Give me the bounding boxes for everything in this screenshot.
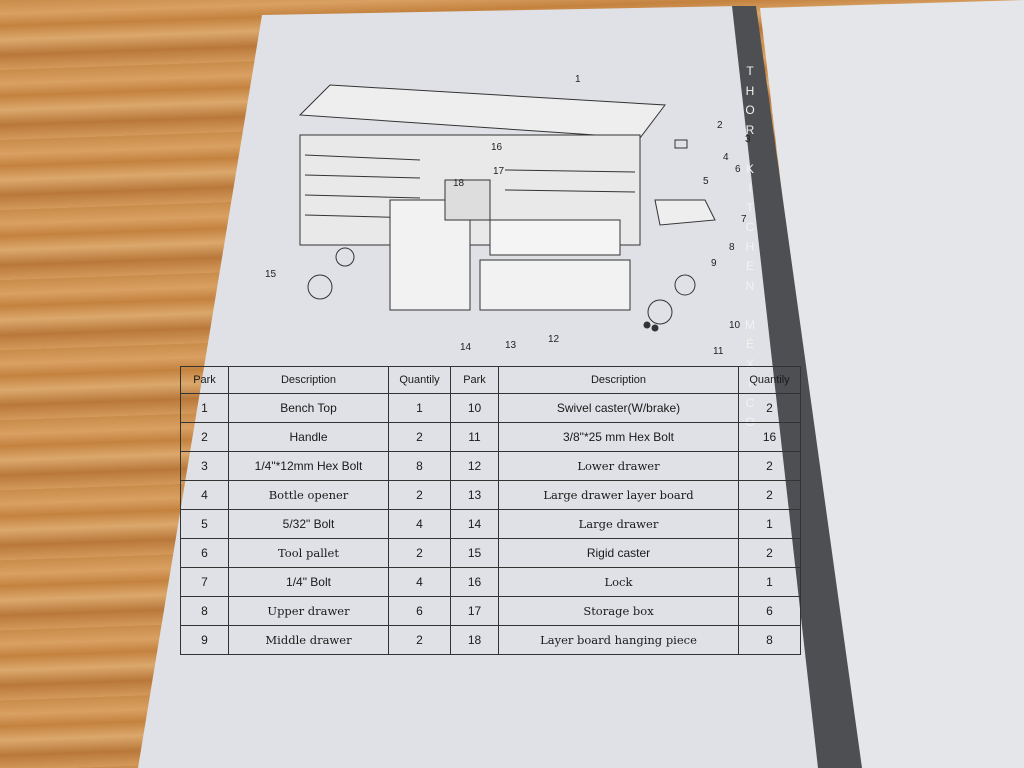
callout-label: 16 <box>491 142 503 153</box>
quantity-cell: 2 <box>388 538 451 568</box>
bench-top <box>298 84 666 139</box>
quantity-cell: 2 <box>738 451 801 481</box>
description-cell: Bench Top <box>228 393 389 423</box>
callout-label: 9 <box>711 258 717 269</box>
callout-label: 18 <box>453 178 465 189</box>
callout-label: 13 <box>505 340 517 351</box>
callout-label: 2 <box>717 120 723 131</box>
quantity-cell: 4 <box>388 567 451 597</box>
part-number-cell: 7 <box>180 567 229 597</box>
quantity-cell: 2 <box>388 480 451 510</box>
part-number-cell: 18 <box>450 625 499 655</box>
description-cell: Middle drawer <box>228 625 389 655</box>
description-cell: Lock <box>498 567 739 597</box>
part-number-cell: 5 <box>180 509 229 539</box>
description-cell: 3/8"*25 mm Hex Bolt <box>498 422 739 452</box>
description-cell: Tool pallet <box>228 538 389 568</box>
quantity-cell: 1 <box>738 567 801 597</box>
callout-label: 14 <box>460 342 472 353</box>
part-number-cell: 17 <box>450 596 499 626</box>
callout-label: 6 <box>735 164 741 175</box>
quantity-cell: 2 <box>738 538 801 568</box>
description-cell: Layer board hanging piece <box>498 625 739 655</box>
description-cell: Handle <box>228 422 389 452</box>
caster <box>307 274 333 300</box>
description-cell: 5/32" Bolt <box>228 509 389 539</box>
col-park: Park <box>180 366 229 394</box>
description-cell: Upper drawer <box>228 596 389 626</box>
table-header-row: Park Description Quantily Park Descripti… <box>180 366 801 394</box>
description-cell: Storage box <box>498 596 739 626</box>
callout-label: 8 <box>729 242 735 253</box>
callout-label: 12 <box>548 334 560 345</box>
quantity-cell: 16 <box>738 422 801 452</box>
part-number-cell: 6 <box>180 538 229 568</box>
part-number-cell: 13 <box>450 480 499 510</box>
col-quantity-2: Quantily <box>738 366 801 394</box>
part-number-cell: 8 <box>180 596 229 626</box>
part-number-cell: 16 <box>450 567 499 597</box>
col-park-2: Park <box>450 366 499 394</box>
description-cell: Rigid caster <box>498 538 739 568</box>
callout-label: 1 <box>575 74 581 85</box>
description-cell: Swivel caster(W/brake) <box>498 393 739 423</box>
part-number-cell: 15 <box>450 538 499 568</box>
callout-label: 3 <box>745 134 751 145</box>
part-number-cell: 2 <box>180 422 229 452</box>
col-description-2: Description <box>498 366 739 394</box>
part-number-cell: 3 <box>180 451 229 481</box>
description-cell: 1/4"*12mm Hex Bolt <box>228 451 389 481</box>
quantity-cell: 6 <box>388 596 451 626</box>
quantity-cell: 2 <box>738 393 801 423</box>
storage-box <box>444 179 491 221</box>
parts-table: Park Description Quantily Park Descripti… <box>180 366 801 655</box>
callout-label: 17 <box>493 166 505 177</box>
part-number-cell: 9 <box>180 625 229 655</box>
description-cell: Lower drawer <box>498 451 739 481</box>
quantity-cell: 2 <box>388 625 451 655</box>
part-number-cell: 14 <box>450 509 499 539</box>
callout-label: 11 <box>713 346 724 357</box>
part-number-cell: 10 <box>450 393 499 423</box>
description-cell: Large drawer layer board <box>498 480 739 510</box>
callout-label: 10 <box>729 320 741 331</box>
part-number-cell: 1 <box>180 393 229 423</box>
lower-drawer <box>479 259 631 311</box>
part-number-cell: 11 <box>450 422 499 452</box>
description-cell: Bottle opener <box>228 480 389 510</box>
quantity-cell: 1 <box>388 393 451 423</box>
quantity-cell: 2 <box>738 480 801 510</box>
callout-label: 4 <box>723 152 729 163</box>
callout-label: 7 <box>741 214 747 225</box>
tool-pallet <box>654 199 716 226</box>
quantity-cell: 8 <box>738 625 801 655</box>
part-number-cell: 4 <box>180 480 229 510</box>
col-quantity: Quantily <box>388 366 451 394</box>
quantity-cell: 2 <box>388 422 451 452</box>
quantity-cell: 6 <box>738 596 801 626</box>
callout-label: 5 <box>703 176 709 187</box>
description-cell: 1/4" Bolt <box>228 567 389 597</box>
description-cell: Large drawer <box>498 509 739 539</box>
quantity-cell: 1 <box>738 509 801 539</box>
callout-label: 15 <box>265 269 277 280</box>
part-number-cell: 12 <box>450 451 499 481</box>
quantity-cell: 8 <box>388 451 451 481</box>
col-description: Description <box>228 366 389 394</box>
quantity-cell: 4 <box>388 509 451 539</box>
